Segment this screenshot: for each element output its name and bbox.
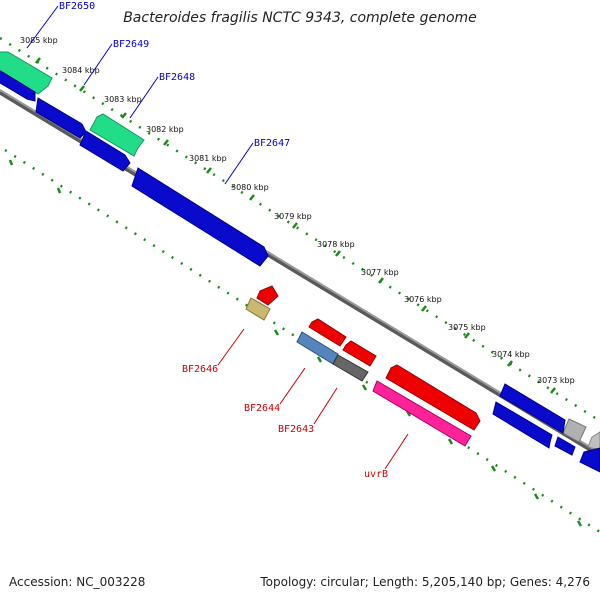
gene-top-right-gray-2[interactable] [587,431,600,451]
gene-top-right-gray[interactable] [562,418,587,443]
kbp-label: 3080 kbp [231,183,269,192]
gene-label-BF2643[interactable]: BF2643 [278,424,314,435]
kbp-label: 3077 kbp [361,268,399,277]
gene-BF2646[interactable] [245,297,271,321]
kbp-label: 3084 kbp [62,66,100,75]
gene-BF2647[interactable] [131,167,269,267]
gene-label-BF2648[interactable]: BF2648 [159,72,195,83]
major-tick [464,332,470,339]
major-tick [335,250,341,257]
gene-BF2649-b[interactable] [35,97,87,139]
kbp-label: 3082 kbp [146,125,184,134]
gene-uvrB[interactable] [372,380,472,447]
callout-line-BF2647 [224,142,254,185]
gene-BF2650[interactable] [0,51,53,95]
kbp-label: 3079 kbp [274,212,312,221]
callout-line-BF2650 [26,5,59,49]
major-ticks [8,57,583,527]
kbp-label: 3078 kbp [317,240,355,249]
callout-line-BF2646 [217,328,245,366]
major-tick [316,356,323,363]
kbp-label: 3085 kbp [20,36,58,45]
gene-right-blue-2[interactable] [492,401,553,449]
gene-BF2649[interactable] [0,68,36,102]
major-tick [421,305,427,312]
major-tick [361,384,368,391]
kbp-label: 3076 kbp [404,295,442,304]
major-tick [8,159,14,166]
kbp-labels: 3085 kbp 3084 kbp 3083 kbp 3082 kbp 3081… [20,36,575,385]
accession-text: Accession: NC_003228 [9,575,146,589]
major-tick [576,520,583,527]
gene-label-BF2644[interactable]: BF2644 [244,403,280,414]
callout-lines [26,5,409,470]
gene-red-small[interactable] [256,285,279,306]
gene-labels-top: BF2650 BF2649 BF2648 BF2647 [59,1,290,149]
gene-label-BF2650[interactable]: BF2650 [59,1,95,12]
major-tick [507,360,513,367]
major-tick [249,194,255,201]
callout-line-BF2644 [279,367,306,405]
major-tick [163,139,169,146]
major-tick [292,222,298,229]
callout-line-BF2648 [129,76,159,119]
major-tick [56,187,62,194]
gene-label-BF2646[interactable]: BF2646 [182,364,218,375]
major-tick [121,112,127,119]
major-tick [79,85,85,92]
callout-line-BF2649 [83,43,113,86]
gene-BF2648-b[interactable] [79,130,131,172]
gene-label-BF2647[interactable]: BF2647 [254,138,290,149]
genome-summary-text: Topology: circular; Length: 5,205,140 bp… [260,575,590,589]
gene-BF2648[interactable] [89,113,145,157]
gene-right-blue-4[interactable] [579,447,600,473]
major-tick [447,438,454,445]
gene-right-blue-3[interactable] [554,436,576,456]
map-title: Bacteroides fragilis NCTC 9343, complete… [123,10,477,26]
gene-red-2[interactable] [308,318,347,347]
major-tick [35,57,41,64]
major-tick [206,167,212,174]
kbp-label: 3081 kbp [189,154,227,163]
kbp-label: 3073 kbp [537,376,575,385]
gene-label-uvrB[interactable]: uvrB [364,469,388,480]
major-tick [273,329,280,336]
major-tick [378,277,384,284]
kbp-label: 3083 kbp [104,95,142,104]
gene-right-blue-1[interactable] [499,383,566,434]
major-tick [550,387,556,394]
major-tick [490,465,497,472]
kbp-label: 3074 kbp [492,350,530,359]
gene-red-3[interactable] [342,340,377,367]
callout-line-uvrB [384,433,409,470]
callout-line-BF2643 [313,387,338,425]
major-tick [533,493,540,500]
gene-uvrB-red[interactable] [385,364,481,431]
gene-BF2643[interactable] [332,354,369,382]
gene-labels-bottom: BF2646 BF2644 BF2643 uvrB [182,364,388,480]
gene-label-BF2649[interactable]: BF2649 [113,39,149,50]
kbp-label: 3075 kbp [448,323,486,332]
